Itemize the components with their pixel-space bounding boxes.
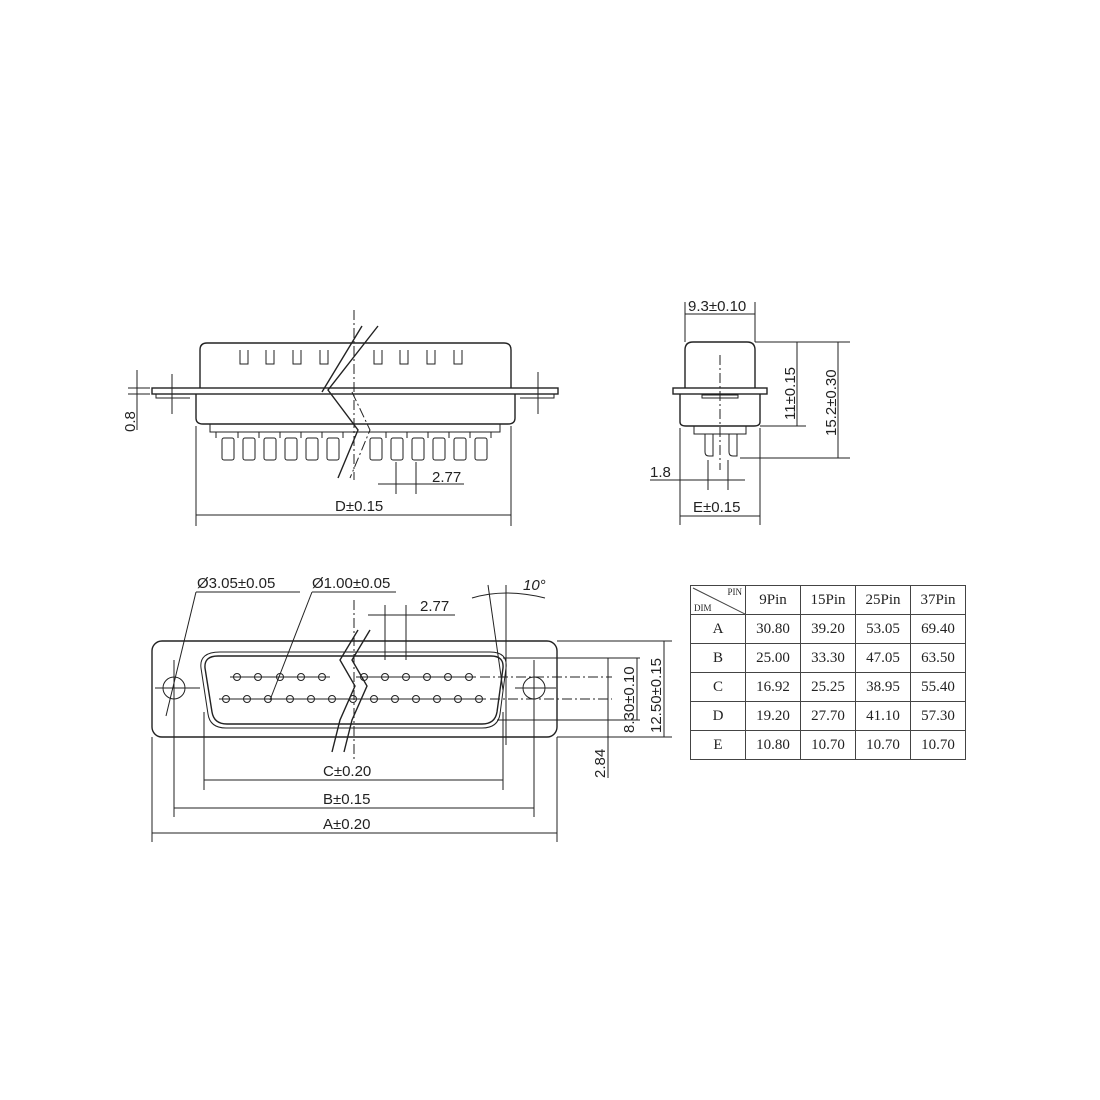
row-spacing-label: 8.30±0.10 [621, 666, 638, 733]
column-header: 9Pin [745, 585, 801, 615]
end-height-label: 11±0.15 [782, 367, 799, 420]
end-pin-offset-label: 1.8 [650, 464, 671, 481]
end-depth-label: 9.3±0.10 [688, 298, 746, 315]
angle-label: 10° [523, 577, 546, 594]
mount-hole-label: Ø3.05±0.05 [197, 575, 275, 592]
shell-height-label: 12.50±0.15 [648, 658, 665, 733]
table-cell: 25.25 [800, 672, 856, 702]
b-dim-label: B±0.15 [323, 791, 370, 808]
pin-row-top [230, 673, 612, 681]
table-cell: 33.30 [800, 643, 856, 673]
corner-pin-label: PIN [727, 587, 742, 597]
end-width-label: E±0.15 [693, 499, 740, 516]
front-pitch-label: 2.77 [420, 598, 449, 615]
row-dim-label: D [690, 701, 746, 731]
row-dim-label: C [690, 672, 746, 702]
table-cell: 27.70 [800, 701, 856, 731]
table-header-row: PIN DIM 9Pin 15Pin 25Pin 37Pin [690, 585, 966, 615]
table-cell: 39.20 [800, 614, 856, 644]
c-dim-label: C±0.20 [323, 763, 371, 780]
dimension-table: PIN DIM 9Pin 15Pin 25Pin 37Pin A 30.80 3… [690, 585, 966, 760]
contact-slots [239, 350, 463, 365]
row-dim-label: B [690, 643, 746, 673]
pin-hole-label: Ø1.00±0.05 [312, 575, 390, 592]
column-header: 37Pin [910, 585, 966, 615]
table-cell: 25.00 [745, 643, 801, 673]
table-row: A 30.80 39.20 53.05 69.40 [690, 614, 966, 644]
table-cell: 53.05 [855, 614, 911, 644]
front-view: Ø3.05±0.05 Ø1.00±0.05 2.77 10° 8.30±0.10… [151, 575, 672, 842]
a-dim-label: A±0.20 [323, 816, 370, 833]
table-corner-cell: PIN DIM [690, 585, 746, 615]
table-cell: 41.10 [855, 701, 911, 731]
table-cell: 57.30 [910, 701, 966, 731]
table-cell: 10.70 [855, 730, 911, 760]
side-width-label: D±0.15 [335, 498, 383, 515]
table-cell: 38.95 [855, 672, 911, 702]
end-total-height-label: 15.2±0.30 [823, 369, 840, 436]
table-cell: 10.70 [910, 730, 966, 760]
end-view: 9.3±0.10 11±0.15 15.2±0.30 1.8 E±0.15 [650, 298, 850, 525]
table-cell: 69.40 [910, 614, 966, 644]
side-pitch-label: 2.77 [432, 469, 461, 486]
table-cell: 19.20 [745, 701, 801, 731]
solder-cups [215, 432, 492, 461]
row-dim-label: A [690, 614, 746, 644]
offset-label: 2.84 [592, 749, 609, 778]
side-thickness-label: 0.8 [122, 411, 139, 432]
column-header: 25Pin [855, 585, 911, 615]
table-cell: 30.80 [745, 614, 801, 644]
table-row: B 25.00 33.30 47.05 63.50 [690, 643, 966, 673]
row-dim-label: E [690, 730, 746, 760]
side-view: 0.8 2.77 D±0.15 [122, 310, 559, 526]
table-row: C 16.92 25.25 38.95 55.40 [690, 672, 966, 702]
corner-dim-label: DIM [694, 603, 712, 613]
table-row: D 19.20 27.70 41.10 57.30 [690, 701, 966, 731]
column-header: 15Pin [800, 585, 856, 615]
table-cell: 10.80 [745, 730, 801, 760]
table-cell: 16.92 [745, 672, 801, 702]
table-cell: 55.40 [910, 672, 966, 702]
table-cell: 10.70 [800, 730, 856, 760]
table-cell: 63.50 [910, 643, 966, 673]
table-cell: 47.05 [855, 643, 911, 673]
pin-row-bottom [219, 695, 612, 703]
table-row: E 10.80 10.70 10.70 10.70 [690, 730, 966, 760]
